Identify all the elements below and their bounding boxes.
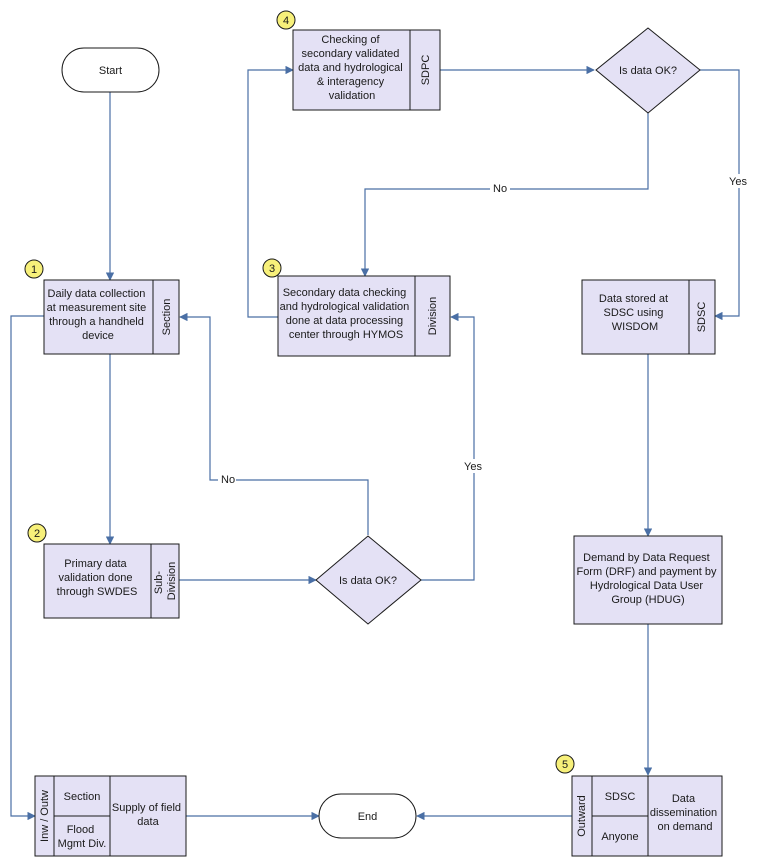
step2-box: Primary data validation done through SWD… (43, 543, 180, 619)
step4-text: Checking of secondary validated data and… (298, 34, 406, 102)
demand-text: Demand by Data Request Form (DRF) and pa… (576, 552, 719, 606)
edge-step1-to-supply (10, 315, 44, 821)
step-badge-1: 1 (24, 259, 44, 279)
dissemination-top-cell: SDSC (605, 791, 636, 803)
edge-decision-top-yes (700, 69, 740, 321)
end-terminator: End (318, 793, 417, 839)
supply-bottom-cell: Flood Mgmt Div. (58, 824, 107, 850)
edge-label-yes-low: Yes (464, 461, 482, 473)
svg-text:2: 2 (34, 528, 40, 540)
start-terminator: Start (61, 47, 160, 93)
step-badge-5: 5 (555, 754, 575, 774)
decision-top: Is data OK? (595, 27, 701, 114)
step3-text: Secondary data checking and hydrological… (280, 287, 413, 341)
svg-text:4: 4 (283, 15, 289, 27)
step-badge-3: 3 (262, 258, 282, 278)
decision-low: Is data OK? (315, 535, 422, 625)
step-badge-4: 4 (276, 10, 296, 30)
start-label: Start (99, 65, 122, 77)
dissemination-bottom-cell: Anyone (601, 831, 638, 843)
demand-box: Demand by Data Request Form (DRF) and pa… (573, 535, 723, 625)
storage-box: Data stored at SDSC using WISDOM SDSC (581, 279, 716, 355)
step4-box: Checking of secondary validated data and… (292, 29, 441, 111)
edge-label-yes-top: Yes (729, 176, 747, 188)
step2-side-label: Sub- Division (153, 562, 178, 601)
decision-top-label: Is data OK? (619, 65, 677, 77)
step3-box: Secondary data checking and hydrological… (277, 275, 451, 357)
connectors (10, 65, 740, 821)
dissemination-side-label: Outward (576, 795, 588, 837)
step1-side-label: Section (161, 299, 173, 336)
edge-decision-low-no (179, 312, 369, 535)
edge-step3-to-step4 (247, 65, 294, 318)
edge-decision-low-yes (421, 312, 475, 581)
storage-side-label: SDSC (696, 302, 708, 333)
storage-text: Data stored at SDSC using WISDOM (599, 293, 671, 333)
supply-box: Inw / Outw Section Flood Mgmt Div. Suppl… (34, 775, 187, 857)
svg-text:3: 3 (269, 263, 275, 275)
supply-top-cell: Section (64, 791, 101, 803)
step2-text: Primary data validation done through SWD… (57, 558, 138, 598)
step1-text: Daily data collection at measurement sit… (47, 288, 150, 342)
edge-label-no-low: No (221, 474, 235, 486)
edge-label-no-top: No (493, 183, 507, 195)
step1-box: Daily data collection at measurement sit… (43, 279, 180, 355)
end-label: End (358, 811, 378, 823)
decision-low-label: Is data OK? (339, 575, 397, 587)
svg-text:1: 1 (31, 264, 37, 276)
supply-main-text: Supply of field data (112, 802, 184, 828)
supply-side-label: Inw / Outw (39, 790, 51, 842)
dissemination-main-text: Data dissemination on demand (650, 793, 720, 833)
step3-side-label: Division (427, 297, 439, 336)
svg-text:5: 5 (562, 759, 568, 771)
step-badge-2: 2 (27, 523, 47, 543)
step4-side-label: SDPC (420, 55, 432, 86)
dissemination-box: Outward SDSC Anyone Data dissemination o… (571, 775, 723, 857)
